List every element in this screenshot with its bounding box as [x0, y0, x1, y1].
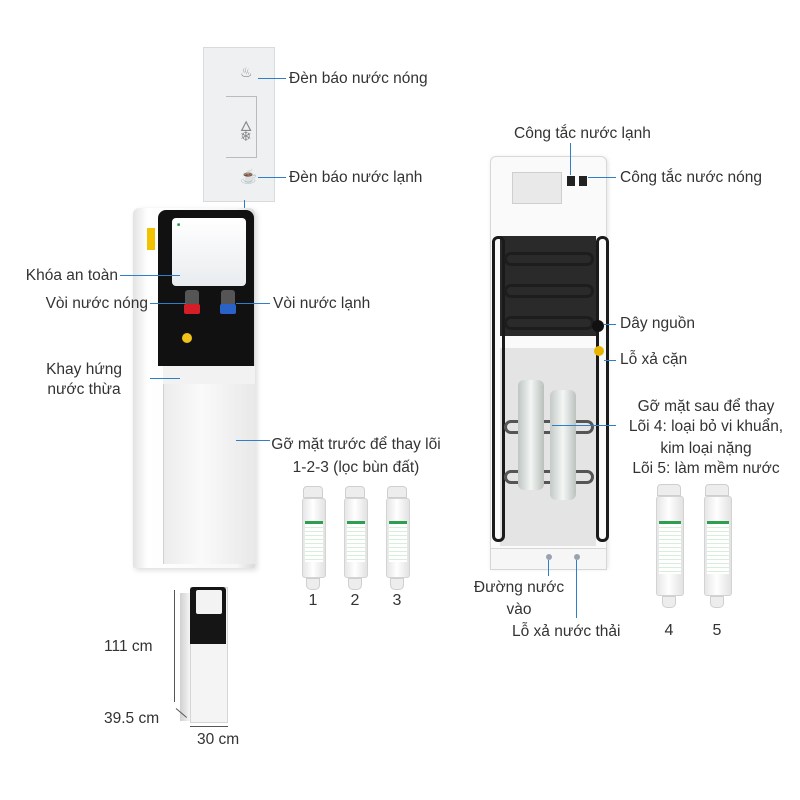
filter-housing-5 [550, 390, 576, 500]
label-water-inlet-l2: vào [506, 601, 532, 618]
label-hot-switch: Công tắc nước nóng [620, 169, 763, 186]
leader-power-cord [604, 324, 616, 325]
leader-drip-tray [150, 378, 180, 379]
filter-number-5: 5 [712, 622, 722, 639]
width-label: 30 cm [197, 731, 240, 748]
leader-water-inlet [548, 560, 549, 576]
filter-2 [344, 486, 368, 590]
front-side-sticker [147, 228, 155, 250]
filter-4 [656, 484, 684, 608]
label-cold-switch: Công tắc nước lạnh [514, 125, 651, 142]
depth-label: 39.5 cm [104, 710, 160, 727]
leader-safety-lock [120, 275, 180, 276]
flame-icon: 🜂 [240, 118, 253, 134]
label-back-cover-l2: Lõi 4: loại bỏ vi khuẩn, [628, 418, 784, 435]
leader-cold-tap [236, 303, 270, 304]
coil-4 [504, 420, 594, 434]
label-power-cord: Dây nguồn [620, 315, 695, 332]
leader-front-cover [236, 440, 270, 441]
label-safety-lock: Khóa an toàn [25, 267, 118, 284]
cold-tap-cap [220, 304, 236, 314]
leader-hot-indicator [258, 78, 286, 79]
back-lower-cavity [500, 348, 596, 546]
label-back-cover-l1: Gỡ mặt sau để thay [637, 398, 775, 415]
height-dimension-line [174, 590, 175, 702]
label-hot-indicator: Đèn báo nước nóng [289, 70, 428, 87]
filter-number-2: 2 [350, 592, 360, 609]
label-back-cover-l4: Lõi 5: làm mềm nước [632, 460, 780, 477]
width-dimension-line [190, 726, 228, 727]
label-front-cover-l2: 1-2-3 (lọc bùn đất) [292, 459, 420, 476]
label-cold-tap: Vòi nước lạnh [273, 295, 371, 312]
back-spec-sticker [512, 172, 562, 204]
small-unit-screen [196, 590, 222, 614]
label-sediment-drain: Lỗ xả cặn [620, 351, 688, 368]
control-panel: ♨ 🜂 ❄ ☕ [203, 47, 275, 202]
label-hot-tap: Vòi nước nóng [45, 295, 148, 312]
height-label: 111 cm [104, 638, 153, 655]
waste-drain-port [574, 554, 580, 560]
leader-waste-drain [576, 560, 577, 618]
left-condenser-coil [492, 236, 505, 542]
leader-hot-tap [150, 303, 186, 304]
leader-back-cover [552, 425, 616, 426]
drip-tray [163, 366, 255, 385]
panel-divider [226, 96, 257, 158]
hot-switch [579, 176, 587, 186]
label-water-inlet-l1: Đường nước [473, 579, 565, 596]
filter-number-3: 3 [392, 592, 402, 609]
leader-hot-switch [588, 177, 616, 178]
snowflake-icon: ❄ [240, 128, 252, 144]
right-condenser-coil [596, 236, 609, 542]
label-back-cover-l3: kim loại nặng [660, 440, 752, 457]
water-inlet-port [546, 554, 552, 560]
front-lower-cover [163, 384, 256, 564]
coil-1 [504, 252, 594, 266]
filter-number-4: 4 [664, 622, 674, 639]
power-cord-port [592, 320, 604, 332]
front-display: ■ [172, 218, 246, 286]
leader-cold-switch [570, 143, 571, 175]
filter-number-1: 1 [308, 592, 318, 609]
small-unit-side [180, 593, 190, 721]
cold-water-icon: ☕ [240, 168, 258, 184]
cold-switch [567, 176, 575, 186]
coil-2 [504, 284, 594, 298]
filter-1 [302, 486, 326, 590]
hot-tap-cap [184, 304, 200, 314]
hot-water-icon: ♨ [240, 64, 253, 80]
sediment-drain-port [594, 346, 604, 356]
filter-housing-4 [518, 380, 544, 490]
filter-5 [704, 484, 732, 608]
label-front-cover-l1: Gỡ mặt trước để thay lõi [271, 436, 441, 453]
leader-sediment-drain [604, 360, 616, 361]
front-knob [182, 333, 192, 343]
label-waste-drain: Lỗ xả nước thải [512, 623, 621, 640]
coil-3 [504, 316, 594, 330]
coil-5 [504, 470, 594, 484]
filter-3 [386, 486, 410, 590]
label-drip-tray-l1: Khay hứng [46, 361, 122, 378]
label-drip-tray-l2: nước thừa [47, 381, 121, 398]
label-cold-indicator: Đèn báo nước lạnh [289, 169, 423, 186]
brand-logo: ■ [177, 222, 181, 228]
leader-cold-indicator [258, 177, 286, 178]
